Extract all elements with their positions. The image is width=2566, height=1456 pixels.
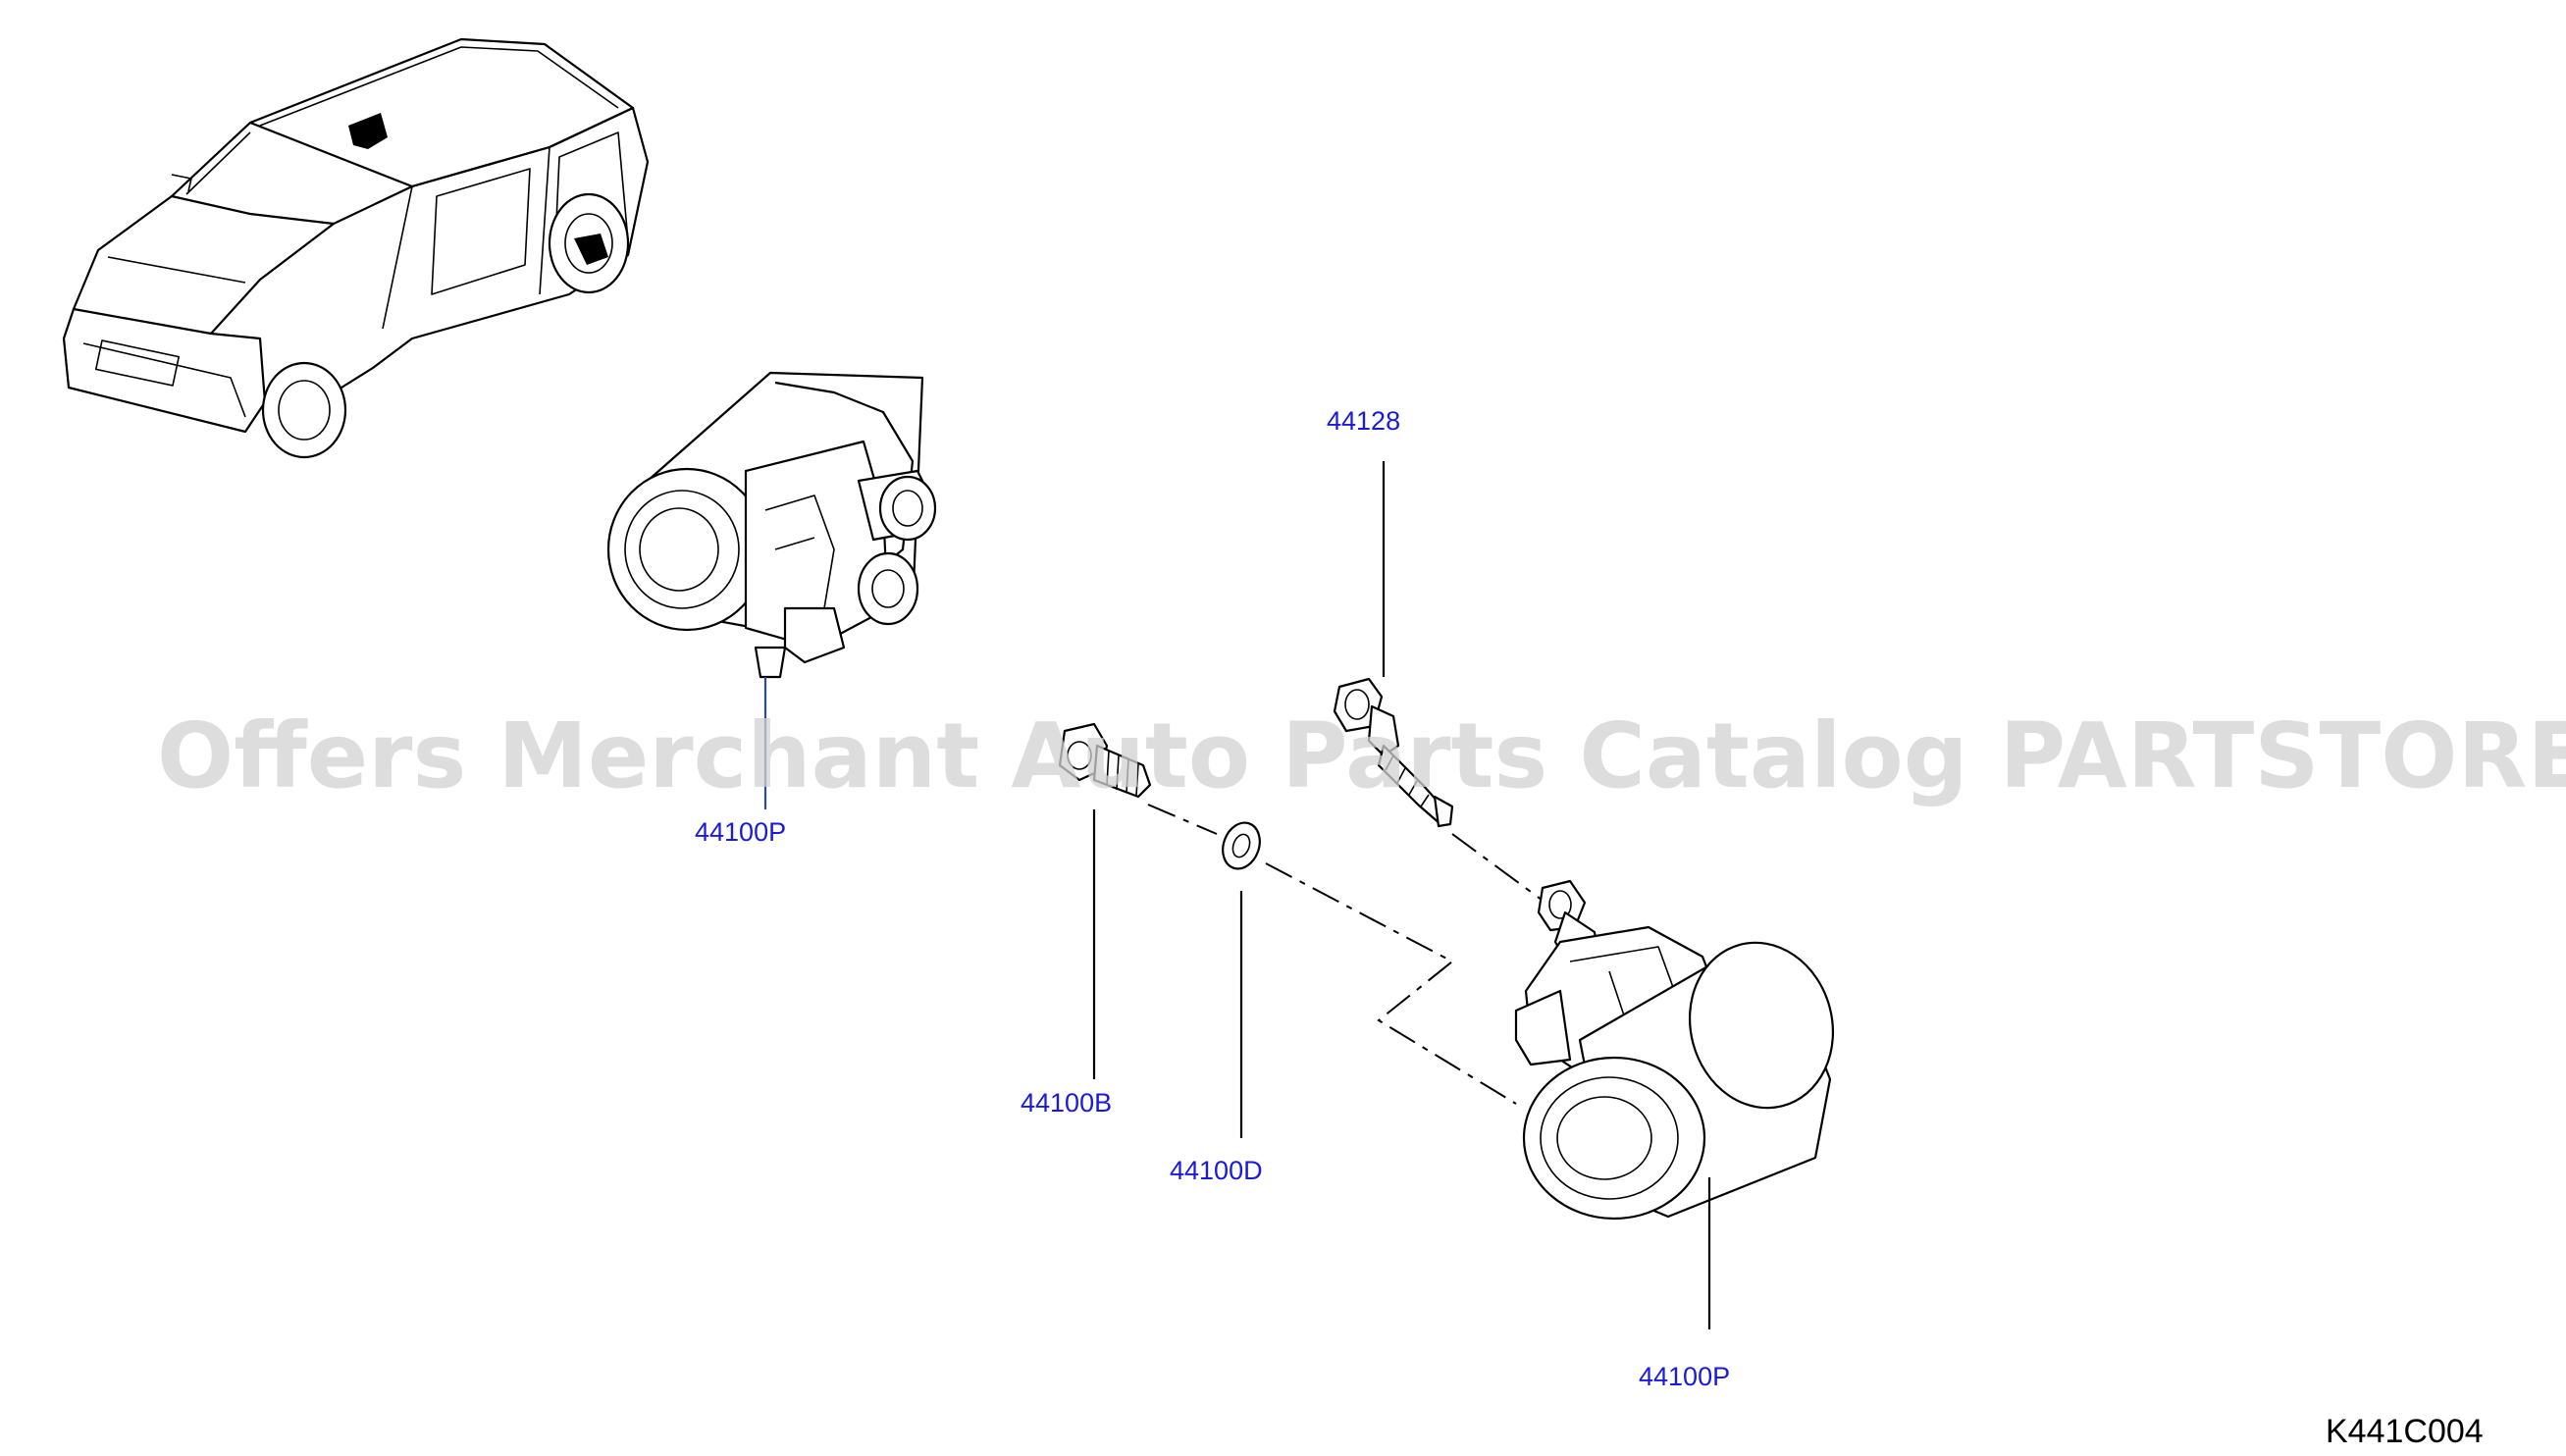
- diagram-code: K441C004: [2326, 1413, 2484, 1450]
- bleeder-callout[interactable]: 44128: [1327, 406, 1400, 436]
- lower-cylinder-callout[interactable]: 44100P: [1639, 1362, 1730, 1391]
- washer-part: [1222, 821, 1261, 870]
- vehicle-illustration: [62, 37, 650, 459]
- lower-wheel-cylinder: [1514, 879, 1835, 1221]
- watermark-text: Offers Merchant Auto Parts Catalog PARTS…: [157, 703, 2566, 808]
- bleeder-screw-part: [1333, 677, 1454, 828]
- upper-wheel-cylinder: [606, 371, 937, 679]
- bolt-callout[interactable]: 44100B: [1021, 1088, 1112, 1118]
- upper-cylinder-callout[interactable]: 44100P: [695, 817, 786, 847]
- washer-callout[interactable]: 44100D: [1170, 1156, 1263, 1185]
- assembly-centerlines: [1147, 804, 1546, 1105]
- bolt-part: [1058, 722, 1152, 799]
